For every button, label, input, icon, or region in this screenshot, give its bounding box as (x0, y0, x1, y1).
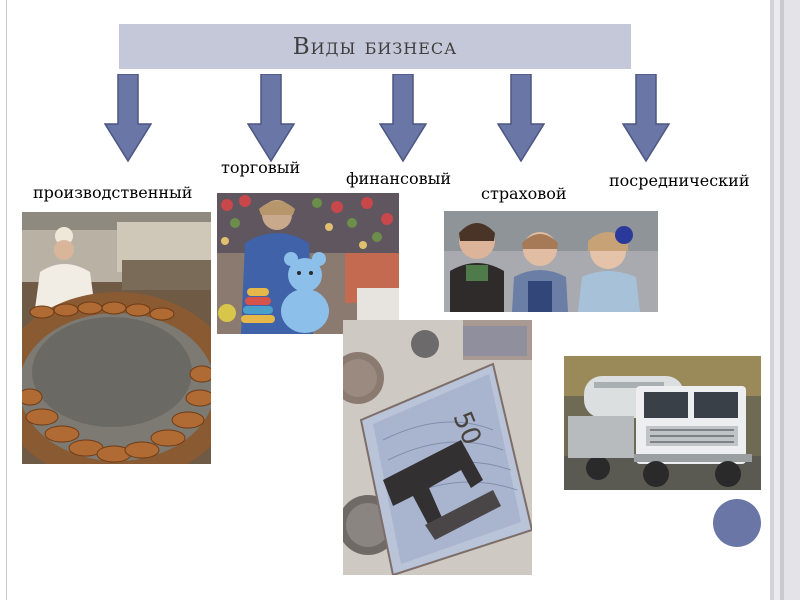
insurance-photo (444, 211, 658, 312)
production-photo (22, 212, 211, 464)
intermediary-photo (564, 356, 761, 490)
down-arrow-icon (497, 74, 545, 162)
down-arrow-icon (104, 74, 152, 162)
slide-left-border (6, 0, 7, 600)
label-intermediary: посреднический (609, 171, 750, 190)
label-insurance: страховой (481, 184, 567, 203)
down-arrow-icon (622, 74, 670, 162)
label-trade: торговый (221, 158, 301, 177)
label-financial: финансовый (346, 169, 452, 188)
trade-photo (217, 193, 399, 334)
title-bar: Виды бизнеса (119, 24, 631, 69)
financial-photo: 50 (343, 320, 532, 575)
slide-right-border (770, 0, 800, 600)
down-arrow-icon (247, 74, 295, 162)
label-production: производственный (33, 183, 193, 202)
decorative-circle (713, 499, 761, 547)
slide-title: Виды бизнеса (292, 33, 458, 60)
down-arrow-icon (379, 74, 427, 162)
